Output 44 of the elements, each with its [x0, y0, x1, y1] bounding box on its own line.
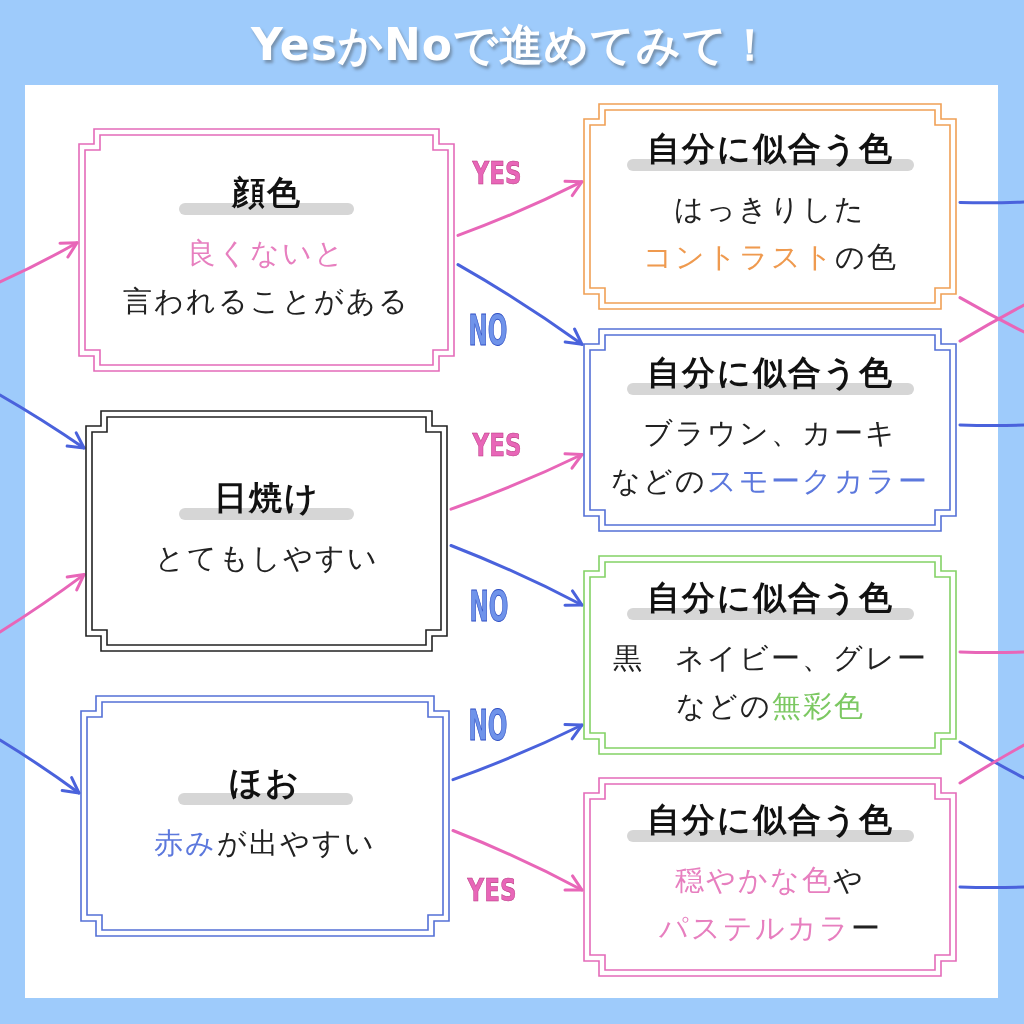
- edge-label: NO: [468, 310, 508, 353]
- edge-label: YES: [472, 428, 521, 461]
- edge-label: NO: [468, 705, 507, 748]
- connector-line: [958, 885, 1024, 889]
- box-heading: 自分に似合う色: [646, 132, 894, 165]
- arrow: [0, 241, 79, 284]
- connector-line: [958, 296, 1024, 334]
- box-text: はっきりしたコントラストの色: [642, 191, 898, 276]
- result-box: [583, 555, 957, 755]
- box-heading: 自分に似合う色: [646, 802, 894, 836]
- box-heading: 日焼け: [213, 480, 320, 514]
- arrow: [449, 452, 584, 511]
- box-heading: 自分に似合う色: [646, 355, 894, 389]
- box-text: ブラウン、カーキなどのスモークカラー: [611, 414, 929, 500]
- box-heading: 顔色: [231, 175, 302, 209]
- box-heading: 自分に似合う色: [646, 580, 894, 614]
- arrow: [451, 722, 584, 782]
- edge-label: YES: [472, 156, 522, 189]
- title: YesかNoで進めてみて！: [251, 20, 773, 71]
- edge-label: NO: [469, 586, 508, 629]
- arrow: [456, 263, 584, 346]
- connector-line: [958, 423, 1024, 427]
- connector-line: [958, 200, 1024, 205]
- edge-label: YES: [467, 874, 516, 907]
- question-box: [78, 128, 455, 372]
- connector-line: [958, 303, 1024, 343]
- arrow: [456, 179, 584, 237]
- question-box: [80, 695, 450, 937]
- result-box: [583, 103, 957, 310]
- result-box: [583, 328, 957, 532]
- box-text: 穏やかな色やパステルカラー: [658, 861, 882, 947]
- arrow: [0, 573, 86, 634]
- box-text: 良くないと言われることがある: [123, 234, 410, 320]
- box-text: とてもしやすい: [154, 539, 379, 577]
- arrow: [0, 393, 86, 450]
- arrow: [451, 829, 584, 892]
- arrow: [449, 544, 584, 607]
- result-box: [583, 777, 957, 977]
- box-heading: ほお: [229, 765, 301, 799]
- arrow: [0, 738, 81, 795]
- box-text: 赤みが出やすい: [154, 824, 376, 862]
- connector-line: [958, 650, 1024, 654]
- box-text: 黒 ネイビー、グレーなどの無彩色: [612, 639, 928, 725]
- question-box: [85, 410, 448, 652]
